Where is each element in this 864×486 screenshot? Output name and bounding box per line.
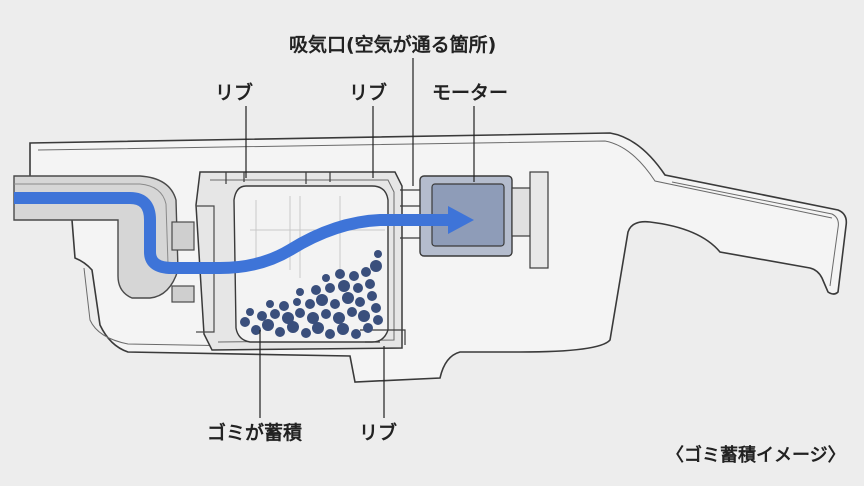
dust-particle: [316, 294, 328, 306]
pipe-joint-lower: [171, 285, 195, 303]
dust-particle: [279, 301, 289, 311]
dust-particle: [370, 260, 382, 272]
dust-particle: [266, 300, 274, 308]
dust-particle: [307, 312, 319, 324]
dust-particle: [337, 323, 349, 335]
dust-particle: [295, 308, 305, 318]
dust-particle: [246, 308, 254, 316]
dust-particle: [325, 283, 335, 293]
label-motor: モーター: [432, 82, 509, 104]
dust-particle: [270, 309, 280, 319]
dust-particle: [312, 322, 324, 334]
dust-particle: [355, 297, 365, 307]
motor-mount: [529, 171, 549, 269]
dust-particle: [296, 288, 304, 296]
dust-particle: [363, 323, 373, 333]
dust-particle: [262, 319, 274, 331]
inlet-pipe-inner: [14, 183, 169, 265]
dust-particle: [358, 310, 370, 322]
bin-bottom-rib: [360, 329, 406, 345]
intake-ribs: [400, 189, 420, 239]
dust-particle: [275, 327, 285, 337]
dust-particle: [338, 280, 350, 292]
dust-particle: [351, 329, 361, 339]
dust-particle: [322, 274, 330, 282]
diagram-caption: 〈ゴミ蓄積イメージ〉: [666, 445, 846, 466]
label-dust-accumulation: ゴミが蓄積: [207, 422, 303, 444]
airflow-path: [14, 192, 448, 274]
dust-particle: [371, 303, 381, 313]
dust-particle: [365, 279, 375, 289]
label-rib-bottom: リブ: [359, 422, 398, 444]
dust-particle: [330, 299, 340, 309]
handle-inner-line: [671, 181, 839, 287]
dust-particle: [342, 292, 354, 304]
dust-particle: [325, 329, 335, 339]
dust-particles: [240, 250, 383, 339]
airflow-arrowhead: [448, 206, 474, 234]
filter-lines: [250, 196, 385, 278]
dust-particle: [301, 328, 311, 338]
dust-particle: [373, 315, 383, 325]
dust-particle: [287, 321, 299, 333]
dust-particle: [293, 298, 301, 306]
dust-particle: [367, 291, 377, 301]
dust-particle: [321, 309, 331, 319]
dust-particle: [335, 269, 345, 279]
dust-particle: [353, 283, 363, 293]
dust-particle: [282, 312, 294, 324]
top-rib-left: [225, 172, 245, 184]
dust-particle: [349, 271, 359, 281]
pipe-joint-upper: [171, 221, 195, 251]
leader-lines: [245, 58, 475, 418]
dust-particle: [333, 312, 345, 324]
dust-particle: [347, 307, 357, 317]
label-air-intake: 吸気口(空気が通る箇所): [289, 34, 497, 56]
housing-inner-line: [37, 140, 833, 219]
dust-particle: [257, 311, 267, 321]
dust-particle: [361, 267, 371, 277]
label-rib-top-left: リブ: [215, 82, 254, 104]
housing-lower-line: [83, 267, 351, 349]
label-rib-top-center: リブ: [349, 82, 388, 104]
dust-particle: [311, 285, 321, 295]
dust-particle: [305, 299, 315, 309]
dust-particle: [240, 317, 250, 327]
top-rib-center: [305, 172, 331, 184]
dust-particle: [374, 250, 382, 258]
inlet-pipe: [13, 175, 179, 299]
dust-particle: [251, 325, 261, 335]
